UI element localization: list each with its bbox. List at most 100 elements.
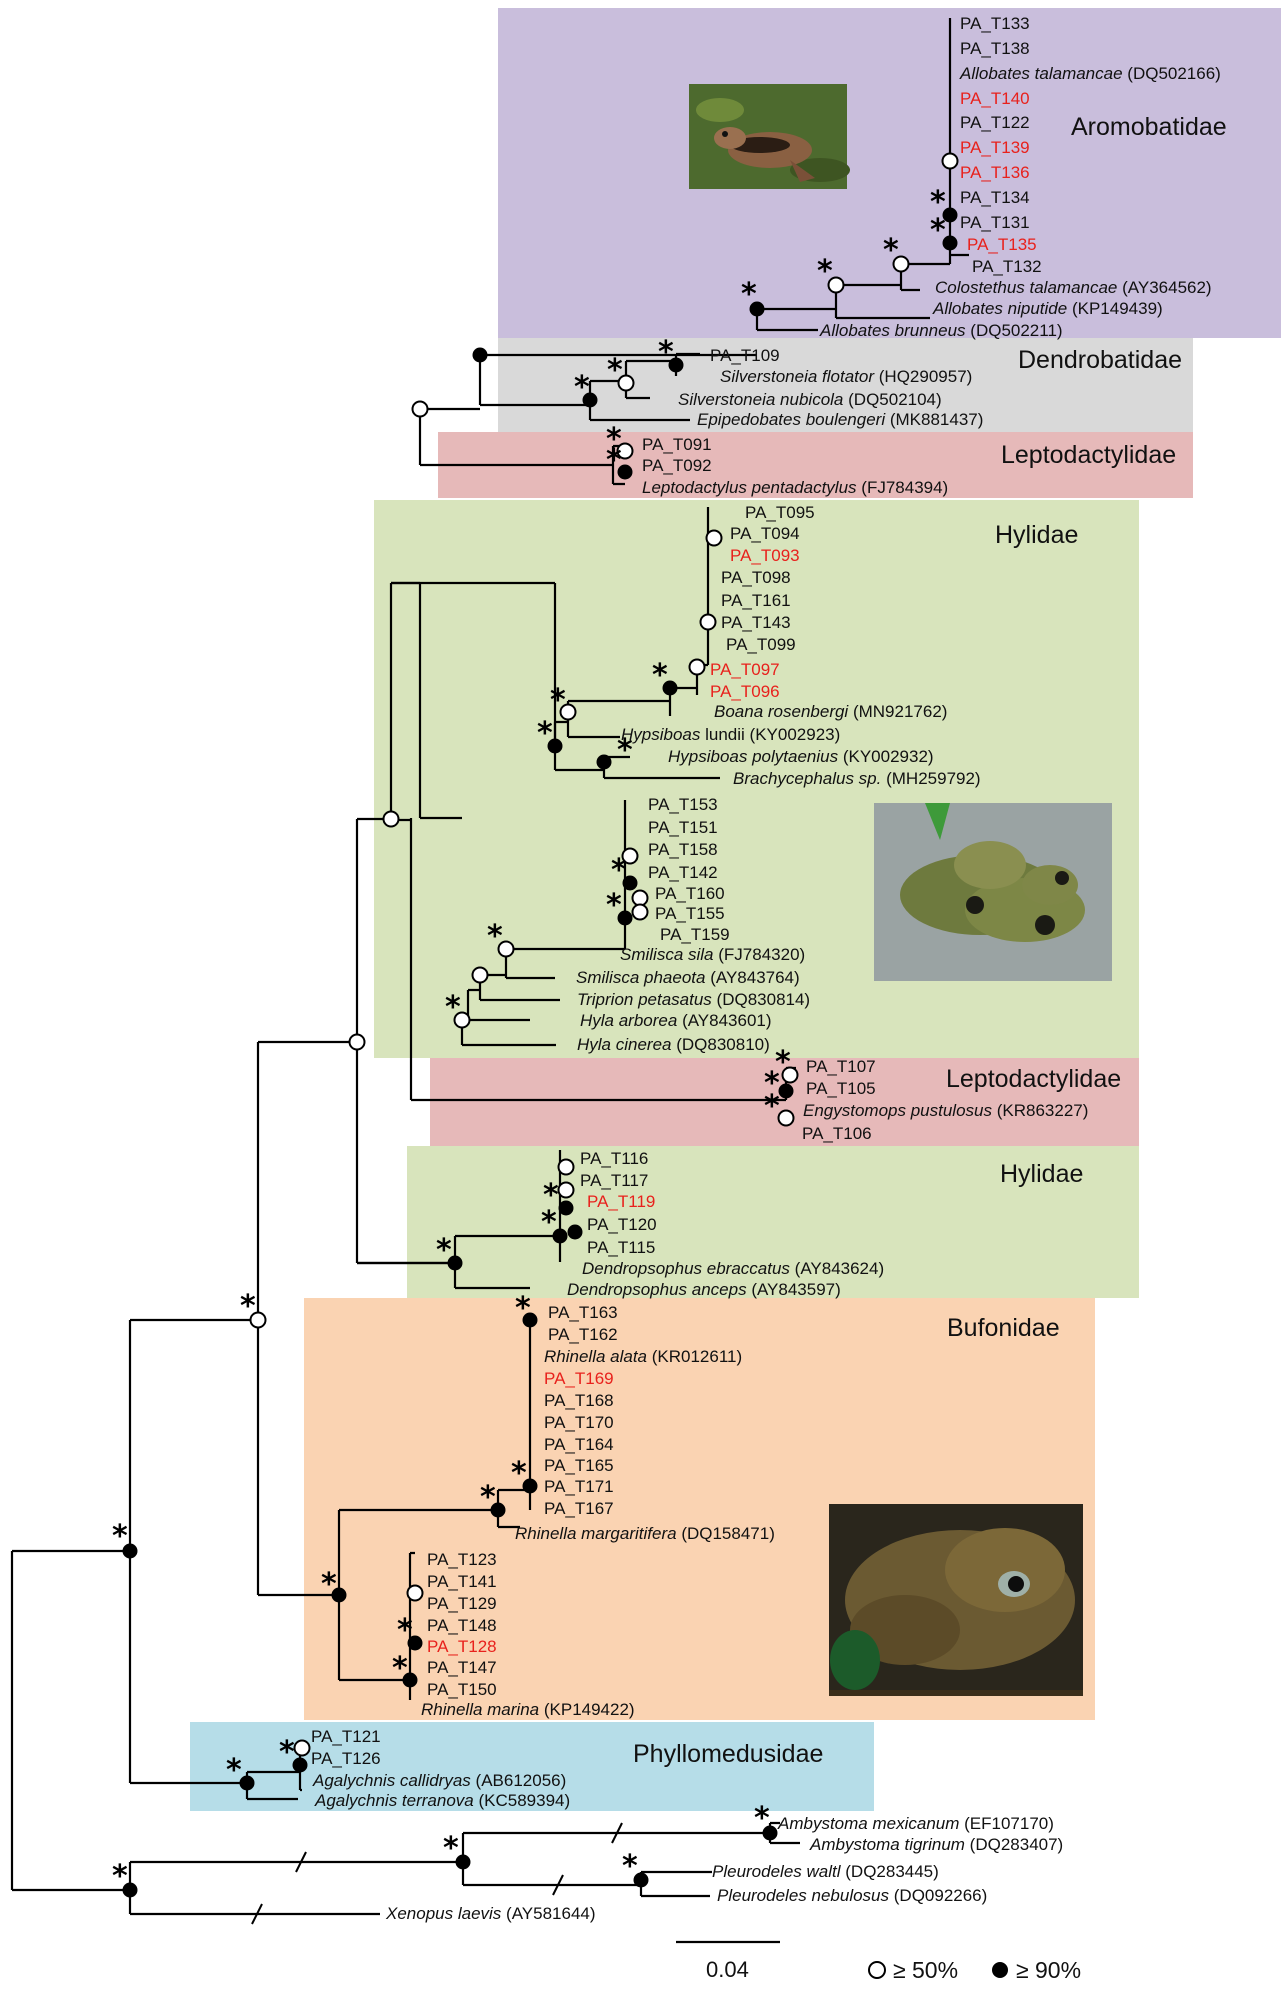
family-label-hylidae-1: Hylidae xyxy=(995,521,1078,549)
photo-cane-toad xyxy=(829,1504,1083,1696)
asterisk: * xyxy=(226,1753,242,1788)
tip-label: PA_T098 xyxy=(721,568,791,587)
tip-label-highlighted: PA_T136 xyxy=(960,163,1030,182)
tip-label: Hyla cinerea (DQ830810) xyxy=(577,1035,770,1054)
tip-label: Epipedobates boulengeri (MK881437) xyxy=(697,410,983,429)
tip-label: PA_T126 xyxy=(311,1749,381,1768)
tip-label: Ambystoma tigrinum (DQ283407) xyxy=(809,1835,1063,1854)
tip-label: PA_T115 xyxy=(587,1238,655,1257)
tip-label: Ambystoma mexicanum (EF107170) xyxy=(777,1814,1054,1833)
tip-label: PA_T120 xyxy=(587,1215,657,1234)
tip-label-highlighted: PA_T128 xyxy=(427,1637,497,1656)
tip-label: PA_T141 xyxy=(427,1572,497,1591)
asterisk: * xyxy=(515,1291,531,1326)
tip-label: PA_T132 xyxy=(972,257,1042,276)
tip-label: PA_T164 xyxy=(544,1435,614,1454)
asterisk: * xyxy=(606,888,622,923)
asterisk: * xyxy=(658,335,674,370)
tip-label: Smilisca phaeota (AY843764) xyxy=(576,968,800,987)
asterisk: * xyxy=(487,919,503,954)
asterisk: * xyxy=(541,1205,557,1240)
tip-label: Dendropsophus anceps (AY843597) xyxy=(567,1280,841,1299)
photo-hylid-frogs xyxy=(874,803,1112,981)
tip-label-highlighted: PA_T140 xyxy=(960,89,1030,108)
asterisk: * xyxy=(279,1735,295,1770)
tip-label: PA_T107 xyxy=(806,1057,876,1076)
tip-label-highlighted: PA_T096 xyxy=(710,682,780,701)
tip-label: PA_T153 xyxy=(648,795,718,814)
tip-label: Pleurodeles waltl (DQ283445) xyxy=(712,1862,939,1881)
tip-label: PA_T163 xyxy=(548,1303,618,1322)
tip-label: Rhinella alata (KR012611) xyxy=(544,1347,742,1366)
asterisk: * xyxy=(112,1519,128,1554)
tip-label: PA_T155 xyxy=(655,904,725,923)
asterisk: * xyxy=(622,1849,638,1884)
tip-label: Silverstoneia flotator (HQ290957) xyxy=(720,367,972,386)
tip-label: PA_T150 xyxy=(427,1680,497,1699)
tip-label: PA_T091 xyxy=(642,435,712,454)
tip-label: PA_T121 xyxy=(311,1727,381,1746)
tip-label: PA_T105 xyxy=(806,1079,876,1098)
tip-label: PA_T151 xyxy=(648,818,718,837)
tip-label: Engystomops pustulosus (KR863227) xyxy=(803,1101,1088,1120)
tip-label: PA_T092 xyxy=(642,456,712,475)
family-label-bufonidae: Bufonidae xyxy=(947,1314,1060,1342)
tip-label: PA_T162 xyxy=(548,1325,618,1344)
asterisk: * xyxy=(397,1613,413,1648)
asterisk: * xyxy=(652,658,668,693)
family-label-dendrobatidae: Dendrobatidae xyxy=(1018,346,1182,374)
asterisk: * xyxy=(240,1289,256,1324)
asterisk: * xyxy=(112,1859,128,1894)
tip-label: Rhinella margaritifera (DQ158471) xyxy=(515,1524,775,1543)
tip-label: PA_T142 xyxy=(648,863,718,882)
tip-label: Triprion petasatus (DQ830814) xyxy=(577,990,810,1009)
asterisk: * xyxy=(606,443,622,478)
asterisk: * xyxy=(930,185,946,220)
tip-label: PA_T170 xyxy=(544,1413,614,1432)
tip-label: Silverstoneia nubicola (DQ502104) xyxy=(678,390,942,409)
legend-filled-label: ≥ 90% xyxy=(1016,1957,1081,1983)
asterisk: * xyxy=(574,370,590,405)
tip-label: PA_T158 xyxy=(648,840,718,859)
tip-label: Dendropsophus ebraccatus (AY843624) xyxy=(582,1259,884,1278)
open-circle-icon xyxy=(869,1962,885,1978)
support-legend: ≥ 50% ≥ 90% xyxy=(869,1957,1081,1983)
tip-label: PA_T123 xyxy=(427,1550,497,1569)
asterisk: * xyxy=(764,1089,780,1124)
tip-label: PA_T138 xyxy=(960,39,1030,58)
asterisk: * xyxy=(436,1233,452,1268)
tip-label: PA_T161 xyxy=(721,591,791,610)
tip-label: PA_T095 xyxy=(745,503,815,522)
tip-label-highlighted: PA_T119 xyxy=(587,1192,655,1211)
tip-label: Allobates talamancae (DQ502166) xyxy=(959,64,1221,83)
tip-label: Allobates niputide (KP149439) xyxy=(932,299,1163,318)
tip-label: Hyla arborea (AY843601) xyxy=(580,1011,772,1030)
tip-label: Hypsiboas lundii (KY002923) xyxy=(621,725,840,744)
tip-label: Leptodactylus pentadactylus (FJ784394) xyxy=(642,478,948,497)
family-label-hylidae-2: Hylidae xyxy=(1000,1160,1083,1188)
tip-label-highlighted: PA_T139 xyxy=(960,138,1030,157)
asterisk: * xyxy=(321,1567,337,1602)
tip-label: Boana rosenbergi (MN921762) xyxy=(714,702,947,721)
tip-label: PA_T147 xyxy=(427,1658,497,1677)
tip-label: PA_T171 xyxy=(544,1477,614,1496)
tip-label-highlighted: PA_T135 xyxy=(967,235,1037,254)
tip-label: PA_T168 xyxy=(544,1391,614,1410)
scale-bar: 0.04 xyxy=(676,1942,780,1982)
tip-label: Xenopus laevis (AY581644) xyxy=(385,1904,596,1923)
asterisk: * xyxy=(550,683,566,718)
family-label-leptodactylidae-2: Leptodactylidae xyxy=(946,1065,1121,1093)
asterisk: * xyxy=(480,1480,496,1515)
tip-label: PA_T117 xyxy=(580,1171,648,1190)
tip-label: PA_T160 xyxy=(655,884,725,903)
asterisk: * xyxy=(511,1456,527,1491)
tip-label: PA_T106 xyxy=(802,1124,872,1143)
asterisk: * xyxy=(817,254,833,289)
tip-label: Hypsiboas polytaenius (KY002932) xyxy=(668,747,934,766)
tip-label: PA_T122 xyxy=(960,113,1030,132)
tip-label: PA_T094 xyxy=(730,524,800,543)
tip-label: Agalychnis terranova (KC589394) xyxy=(314,1791,570,1810)
tip-label: Agalychnis callidryas (AB612056) xyxy=(312,1771,566,1790)
tip-label: Brachycephalus sp. (MH259792) xyxy=(733,769,981,788)
